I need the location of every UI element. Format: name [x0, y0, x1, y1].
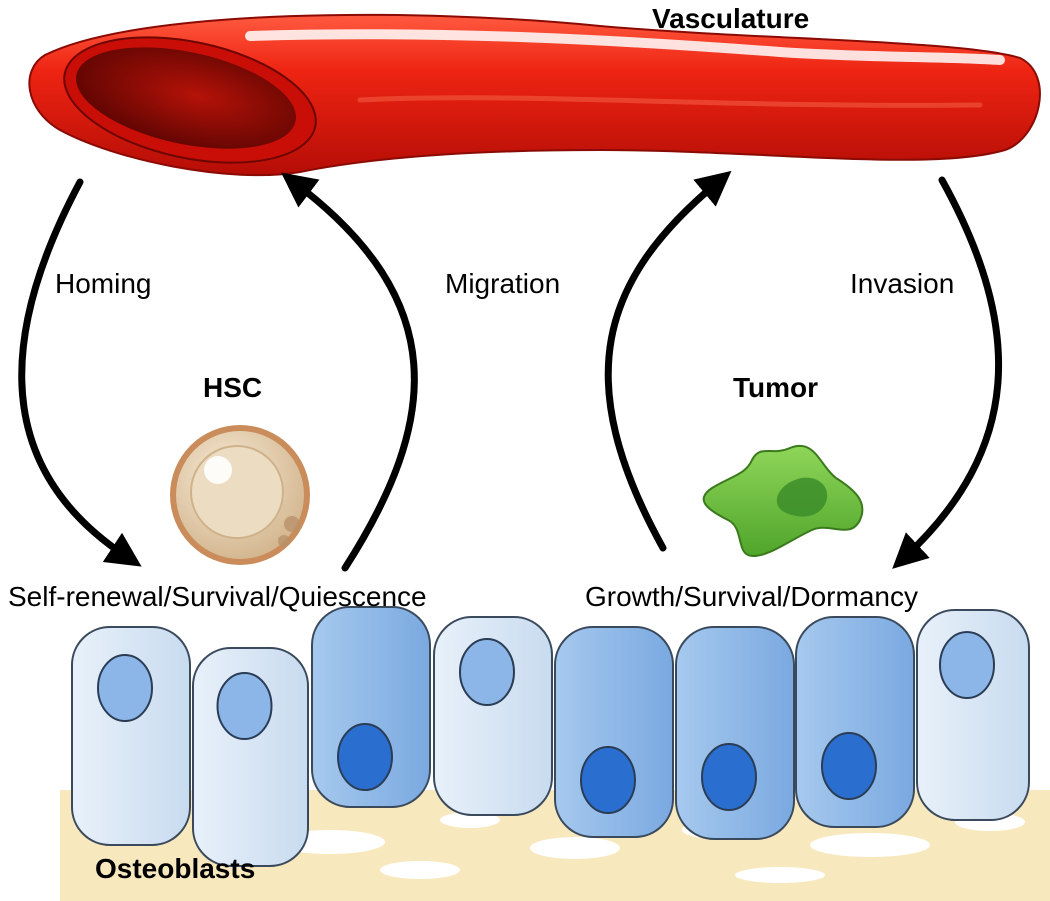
osteoblast-layer	[71, 606, 1030, 867]
osteoblast-nucleus	[821, 732, 877, 800]
homing-label: Homing	[55, 268, 152, 299]
hsc-label: HSC	[203, 372, 263, 403]
osteoblast-nucleus	[337, 723, 393, 791]
invasion-label: Invasion	[850, 268, 955, 299]
vasculature-label: Vasculature	[652, 3, 810, 34]
osteoblast-nucleus	[216, 672, 273, 740]
tumor-cell	[702, 445, 864, 558]
homing-arrow	[18, 178, 142, 567]
migration-arrow	[281, 172, 418, 572]
osteoblasts-label: Osteoblasts	[95, 853, 256, 884]
hsc-functions-label: Self-renewal/Survival/Quiescence	[8, 581, 427, 612]
migration-label: Migration	[445, 268, 561, 299]
blood-vessel	[28, 13, 1041, 177]
osteoblast-nucleus	[939, 631, 995, 699]
osteoblast-nucleus	[701, 743, 757, 811]
tumor-label: Tumor	[733, 372, 819, 403]
osteoblast-nucleus	[459, 638, 515, 706]
osteoblast-nucleus	[580, 746, 636, 814]
osteoblast-nucleus	[97, 654, 153, 722]
flow-arrows	[18, 170, 1003, 572]
tumor-migration-arrow	[604, 170, 732, 552]
invasion-arrow	[892, 176, 1003, 569]
tumor-functions-label: Growth/Survival/Dormancy	[585, 581, 918, 612]
hsc-cell	[170, 425, 310, 565]
